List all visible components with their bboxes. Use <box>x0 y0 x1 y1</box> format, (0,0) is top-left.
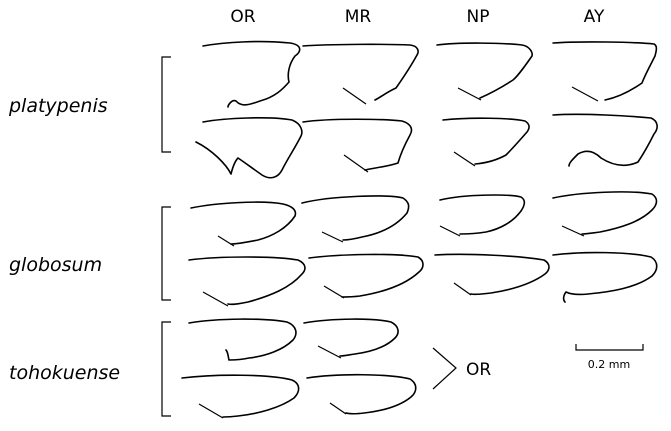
outline-platypenis-mr-2 <box>302 118 413 173</box>
bracket-tohokuense <box>161 321 171 417</box>
outline-platypenis-or-1 <box>202 40 301 108</box>
scale-bar <box>575 344 644 351</box>
column-header-np: NP <box>467 7 490 27</box>
species-label-tohokuense: tohokuense <box>9 362 120 384</box>
pointer-label-or: OR <box>466 360 491 380</box>
bracket-globosum <box>161 206 171 301</box>
outline-globosum-or-2 <box>188 256 306 307</box>
outline-globosum-np-2 <box>434 253 550 296</box>
outline-platypenis-ay-1 <box>552 41 658 102</box>
outline-globosum-ay-1 <box>552 191 658 237</box>
outline-globosum-mr-2 <box>308 253 424 299</box>
outline-platypenis-ay-2 <box>552 113 658 167</box>
outline-platypenis-np-1 <box>436 42 533 101</box>
species-label-globosum: globosum <box>9 254 102 276</box>
outline-platypenis-np-2 <box>442 117 530 167</box>
outline-platypenis-or-2 <box>195 117 303 179</box>
column-header-or: OR <box>230 7 255 27</box>
species-label-platypenis: platypenis <box>8 95 108 117</box>
column-header-mr: MR <box>345 7 372 27</box>
outline-globosum-or-1 <box>190 201 297 247</box>
column-header-ay: AY <box>584 7 605 27</box>
scale-bar-label: 0.2 mm <box>588 358 630 371</box>
bracket-platypenis <box>161 56 171 153</box>
outline-tohokuense-or-1 <box>188 318 297 361</box>
outline-tohokuense-mr-2 <box>306 373 417 415</box>
outline-tohokuense-mr-1 <box>303 318 399 359</box>
outline-globosum-ay-2 <box>552 251 658 303</box>
outline-platypenis-mr-1 <box>302 43 419 105</box>
outline-globosum-mr-1 <box>301 195 410 243</box>
outline-tohokuense-or-2 <box>181 374 300 419</box>
outline-globosum-np-1 <box>439 194 526 237</box>
pointer-chevron <box>432 347 457 390</box>
